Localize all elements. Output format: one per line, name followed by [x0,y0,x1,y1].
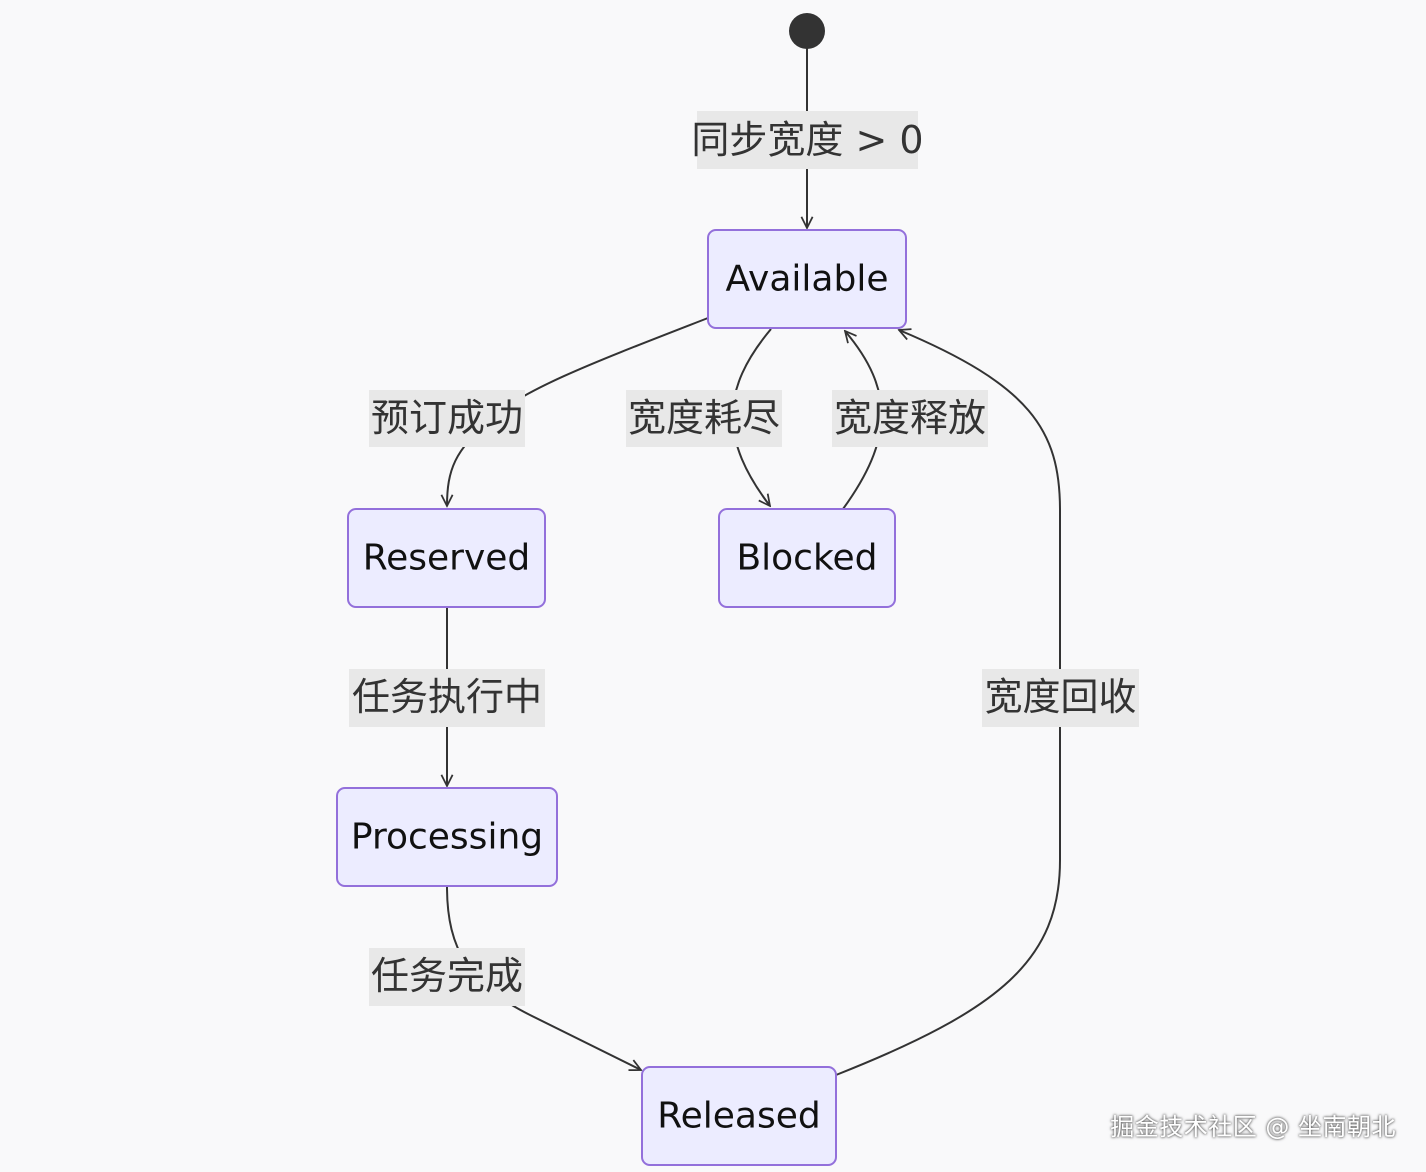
edge-label-text: 任务完成 [371,954,523,998]
state-blocked: Blocked [718,508,896,608]
state-label: Processing [351,817,543,858]
state-processing: Processing [336,787,558,887]
edge-label-text: 宽度耗尽 [628,396,780,440]
edge-label-available-to-blocked: 宽度耗尽 [626,390,782,447]
edge-label-released-to-available: 宽度回收 [982,669,1139,727]
state-label: Available [726,259,889,300]
edge-label-text: 宽度回收 [984,675,1136,719]
edge-processing-to-released [446,886,641,1070]
edge-label-text: 预订成功 [371,396,523,440]
state-label: Reserved [363,538,531,579]
state-available: Available [707,229,907,329]
edge-label-start-to-available: 同步宽度 > 0 [691,111,924,169]
edge-released-to-available [835,330,1061,1076]
state-label: Blocked [736,538,877,579]
edge-label-available-to-reserved: 预订成功 [369,390,525,447]
edge-label-text: 任务执行中 [352,675,542,719]
edge-label-text: 宽度释放 [834,396,986,440]
state-released: Released [641,1066,837,1166]
edge-label-text: 同步宽度 > 0 [691,118,923,162]
state-label: Released [657,1096,821,1137]
start-node [789,13,825,49]
edge-labels: 同步宽度 > 0 预订成功 宽度耗尽 宽度释放 任务执行中 任务完成 宽度回收 [349,111,1139,1006]
watermark: 掘金技术社区 @ 坐南朝北 [1110,1113,1396,1141]
edge-label-blocked-to-available: 宽度释放 [832,390,988,447]
edge-label-reserved-to-processing: 任务执行中 [349,669,545,727]
state-nodes: Available Reserved Blocked Processing Re… [336,229,907,1166]
state-reserved: Reserved [347,508,546,608]
edge-label-processing-to-released: 任务完成 [369,948,525,1006]
